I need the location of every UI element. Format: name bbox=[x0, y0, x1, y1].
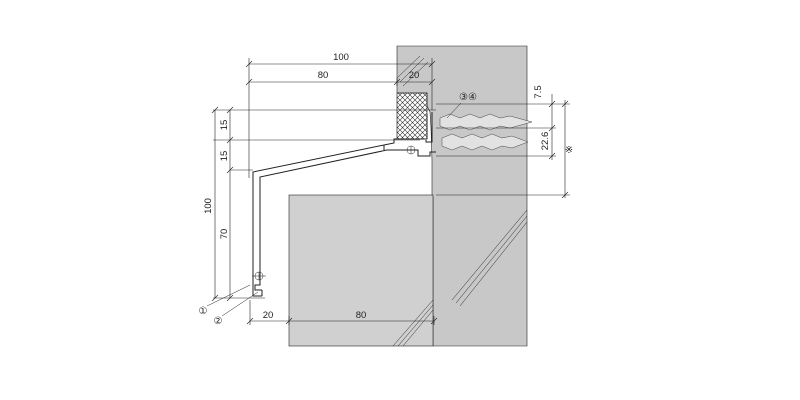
dim-left-a: 15 bbox=[219, 120, 230, 131]
dim-left-total: 100 bbox=[203, 198, 214, 214]
callout-1: ① bbox=[199, 306, 208, 317]
anchor-bolt-upper bbox=[439, 113, 533, 131]
dimension-ticks bbox=[211, 60, 569, 325]
anchor-bolts bbox=[439, 113, 533, 151]
dim-bottom-right: 80 bbox=[356, 310, 367, 321]
dim-top-total: 100 bbox=[333, 52, 349, 63]
insulation-block bbox=[396, 92, 428, 140]
anchor-bolt-lower bbox=[441, 133, 529, 151]
callout-leaders bbox=[206, 102, 462, 317]
break-lines bbox=[392, 55, 528, 347]
sill-profile bbox=[252, 112, 436, 297]
dim-right-note: ※ bbox=[565, 145, 573, 156]
lower-wall-panel bbox=[288, 194, 434, 347]
callout-2: ② bbox=[214, 316, 223, 327]
dim-bottom-left: 20 bbox=[263, 310, 274, 321]
dim-left-b: 15 bbox=[219, 151, 230, 162]
callout-3-4: ③④ bbox=[459, 92, 477, 103]
dim-right-a: 7.5 bbox=[533, 85, 544, 98]
dim-right-b: 22.6 bbox=[540, 132, 551, 151]
dim-top-right: 20 bbox=[409, 70, 420, 81]
wall-section bbox=[288, 45, 528, 347]
dimension-lines bbox=[213, 58, 570, 325]
dim-left-c: 70 bbox=[219, 229, 230, 240]
screw-fasteners bbox=[252, 145, 418, 281]
dim-top-left: 80 bbox=[318, 70, 329, 81]
